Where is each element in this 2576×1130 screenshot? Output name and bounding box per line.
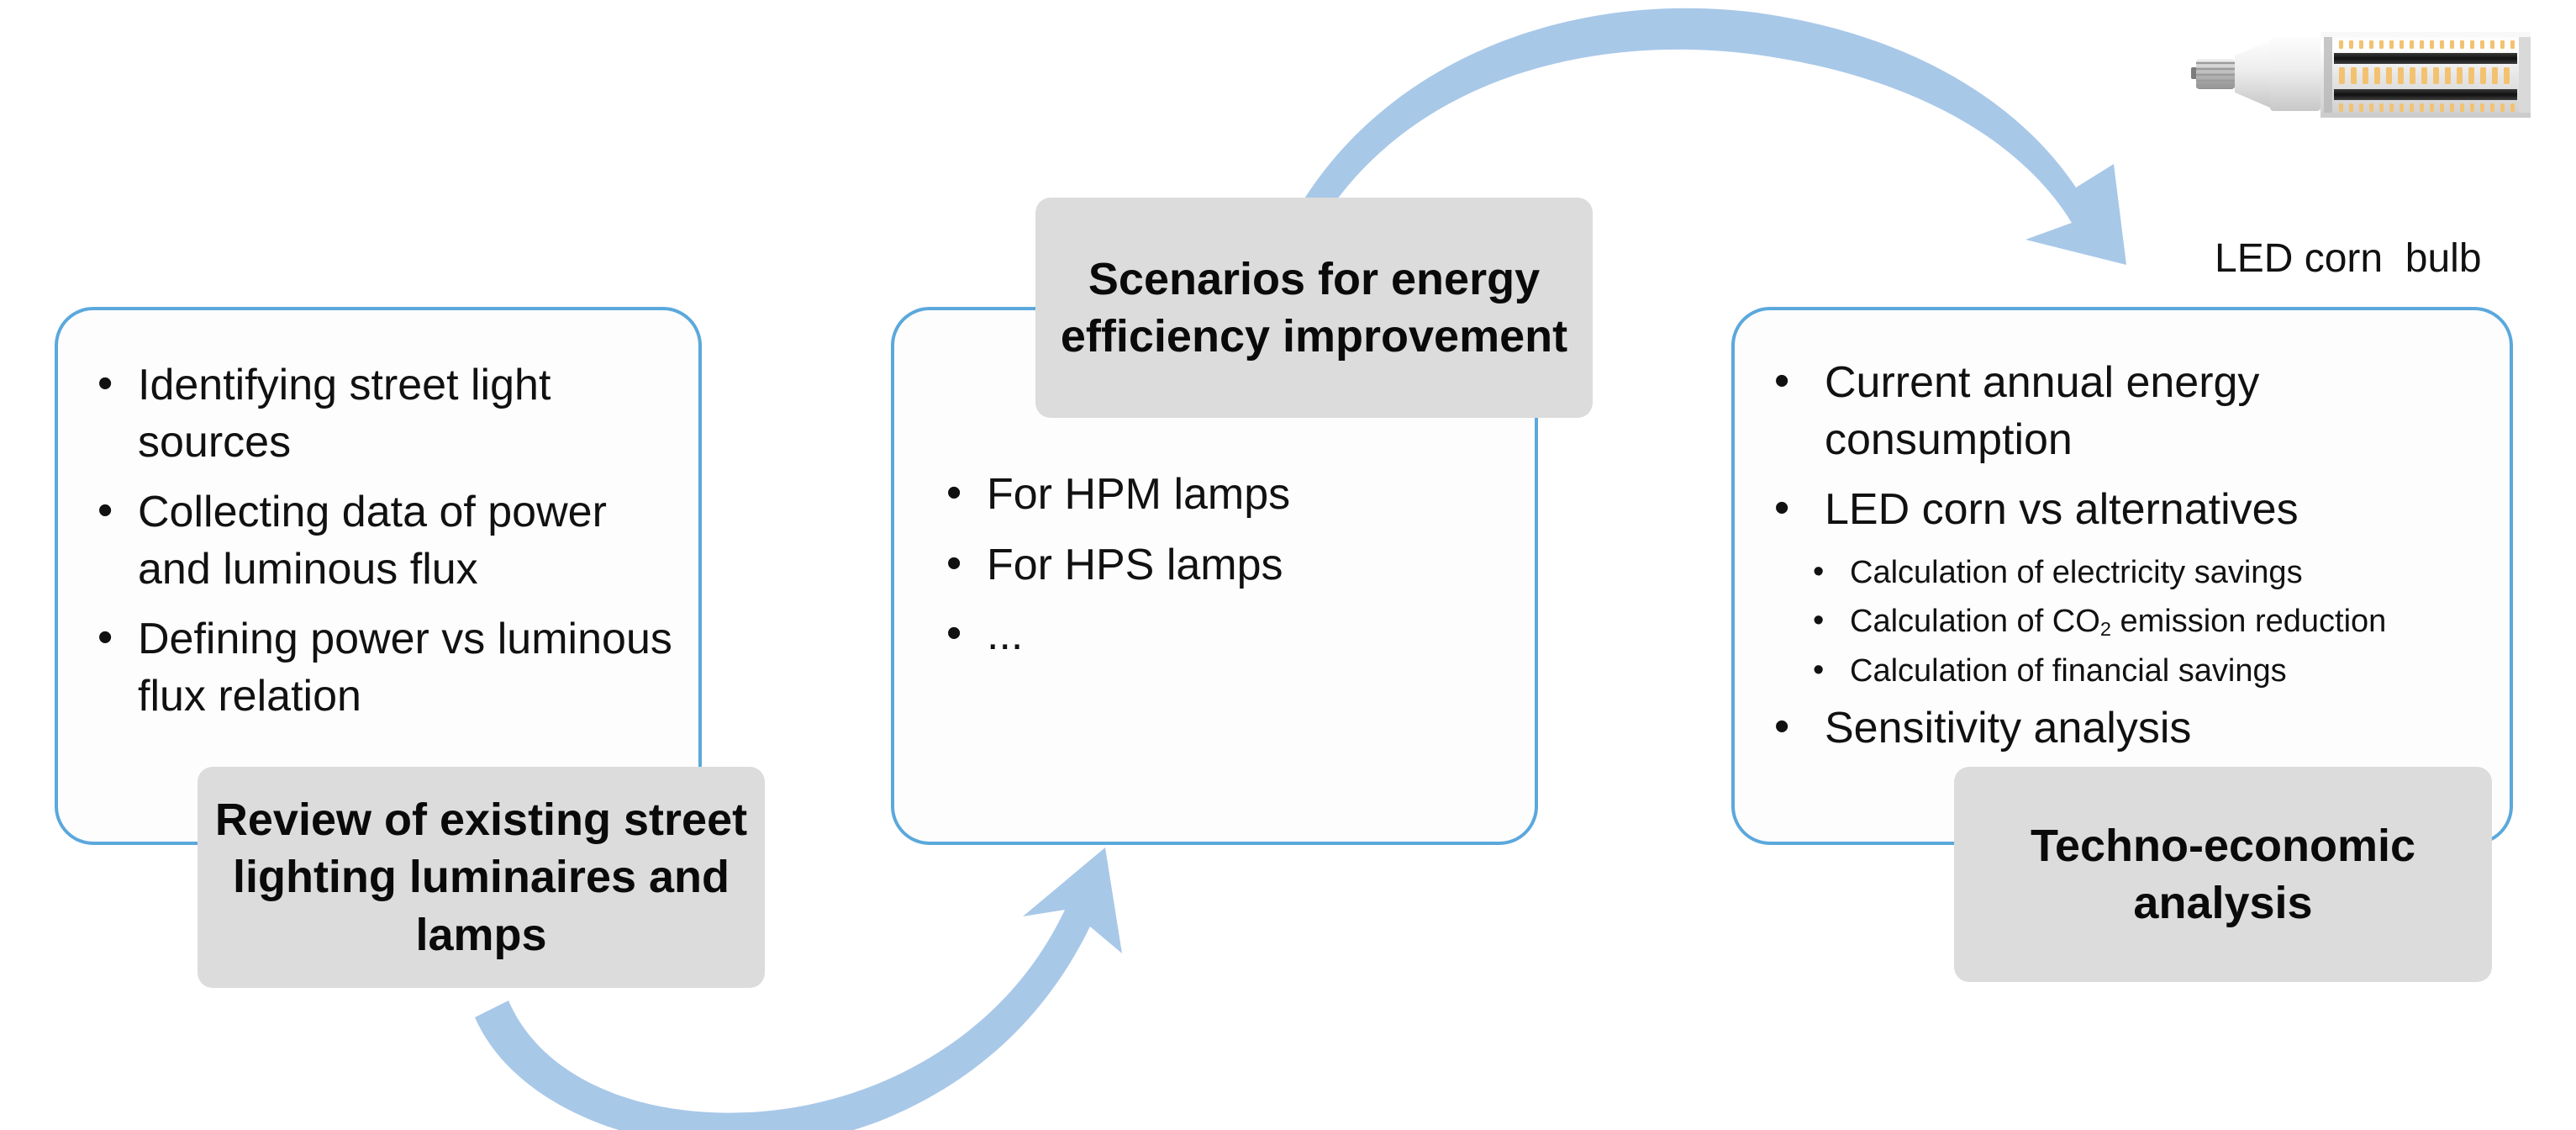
stage-bullets-review: Identifying street light sources Collect… [92, 356, 681, 739]
stage-bullets-techno-economic: Current annual energy consumption LED co… [1769, 353, 2509, 770]
list-item: Calculation of electricity savings [1769, 552, 2509, 594]
led-corn-bulb-caption: LED corn bulb [2215, 236, 2482, 281]
stage-label-techno-economic[interactable]: Techno-economic analysis [1954, 767, 2492, 982]
stage-label-scenarios[interactable]: Scenarios for energy efficiency improvem… [1035, 198, 1593, 418]
led-corn-bulb-image [2189, 25, 2542, 126]
list-item: ... [941, 605, 1513, 664]
list-item: Identifying street light sources [92, 356, 681, 471]
list-item: For HPM lamps [941, 465, 1513, 524]
list-item: For HPS lamps [941, 536, 1513, 594]
list-item: Current annual energy consumption [1769, 353, 2509, 468]
list-item: LED corn vs alternatives [1769, 480, 2509, 539]
list-item: Calculation of financial savings [1769, 650, 2509, 692]
list-item: Sensitivity analysis [1769, 699, 2509, 758]
stage-label-review[interactable]: Review of existing street lighting lumin… [198, 767, 765, 988]
list-item: Collecting data of power and luminous fl… [92, 483, 681, 598]
list-item: Calculation of CO2 emission reduction [1769, 600, 2509, 642]
stage-bullets-scenarios: For HPM lamps For HPS lamps ... [941, 465, 1513, 678]
list-item: Defining power vs luminous flux relation [92, 610, 681, 725]
